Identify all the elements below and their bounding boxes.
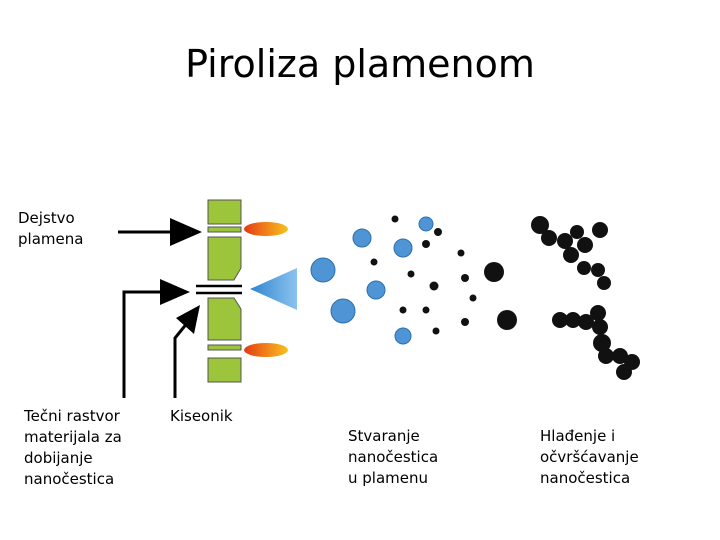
droplets	[310, 216, 434, 345]
diagram-title: Piroliza plamenom	[185, 42, 535, 86]
particle	[461, 274, 469, 282]
particle	[457, 249, 465, 257]
droplet	[310, 257, 336, 283]
nozzle-assembly	[196, 199, 242, 383]
flame-action-arrow	[118, 218, 202, 246]
oxygen-arrow	[173, 305, 200, 398]
liquid-feed-arrow	[122, 279, 190, 398]
particle	[399, 306, 407, 314]
particle	[469, 294, 477, 302]
label-cooling: Hlađenje i očvršćavanje nanočestica	[540, 427, 639, 487]
particle	[391, 215, 399, 223]
droplet	[394, 327, 412, 345]
droplet	[352, 228, 372, 248]
label-particle-formation: Stvaranje nanočestica u plamenu	[348, 427, 439, 487]
agglomerate-upper	[531, 216, 611, 290]
label-liquid-solution: Tečni rastvor materijala za dobijanje na…	[24, 407, 122, 488]
label-flame-action: Dejstvo plamena	[18, 209, 84, 248]
small-particles	[370, 215, 517, 335]
particle	[484, 262, 504, 282]
label-oxygen: Kiseonik	[170, 407, 233, 425]
particle	[434, 228, 442, 236]
particle	[370, 258, 378, 266]
particle	[422, 240, 430, 248]
spray-cone	[250, 268, 297, 310]
droplet	[393, 238, 413, 258]
particle	[407, 270, 415, 278]
droplet	[418, 216, 434, 232]
particle	[422, 306, 430, 314]
agglomerate-lower	[552, 305, 640, 380]
droplet	[330, 298, 356, 324]
particle	[497, 310, 517, 330]
particle	[461, 318, 469, 326]
particle	[432, 327, 440, 335]
particle	[429, 281, 439, 291]
droplet	[366, 280, 386, 300]
flame-bottom	[244, 343, 288, 357]
flame-top	[244, 222, 288, 236]
